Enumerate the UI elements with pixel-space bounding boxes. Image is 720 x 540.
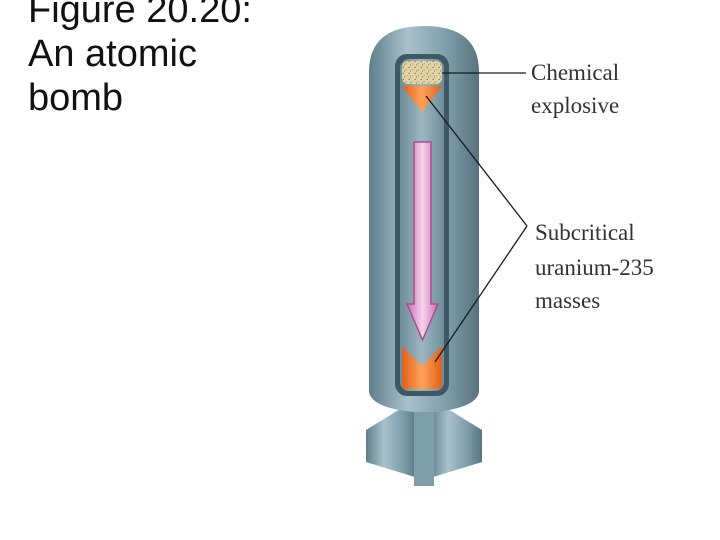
fin-spine — [414, 398, 434, 486]
explosive-label: Chemical explosive — [531, 60, 625, 118]
explosive-label-line-1: Chemical — [531, 60, 619, 85]
slide-title: Figure 20.20: An atomic bomb — [28, 0, 252, 120]
uranium-label-line-2: uranium-235 — [535, 255, 654, 280]
uranium-target — [402, 346, 442, 389]
travel-arrow — [405, 141, 440, 342]
uranium-leader-bottom — [434, 225, 528, 363]
explosive-label-line-2: explosive — [531, 93, 619, 118]
title-line-1: Figure 20.20: — [28, 0, 252, 31]
title-line-2: An atomic — [28, 33, 197, 75]
title-line-3: bomb — [28, 77, 124, 119]
right-fin — [430, 398, 482, 478]
uranium-leader-top — [425, 95, 528, 227]
uranium-label-line-3: masses — [535, 288, 600, 313]
leader-lines — [425, 72, 528, 363]
uranium-projectile — [402, 86, 442, 112]
uranium-label-line-1: Subcritical — [535, 220, 635, 245]
chemical-explosive — [402, 61, 442, 84]
uranium-label: Subcritical uranium-235 masses — [535, 220, 660, 313]
left-fin — [366, 398, 418, 478]
tail-fins — [366, 398, 482, 486]
